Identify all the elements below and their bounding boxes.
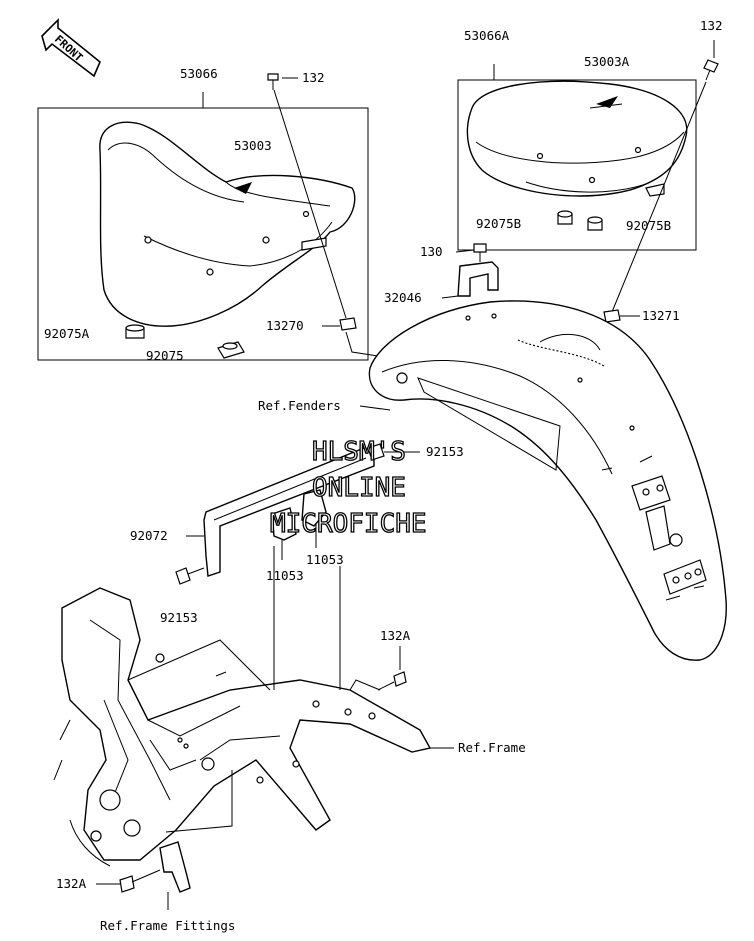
label-132-left: 132: [302, 70, 325, 85]
bolt-132A-right: [377, 646, 407, 691]
label-32046: 32046: [384, 290, 422, 305]
frame-fitting-bracket: [159, 841, 191, 910]
bolt-132-left: [267, 73, 347, 319]
label-11053-left: 11053: [266, 568, 304, 583]
label-132A-left: 132A: [56, 876, 87, 891]
bracket-32046: [441, 261, 499, 299]
right-seat: [466, 80, 688, 197]
bolt-132A-left: [96, 869, 161, 893]
label-13270: 13270: [266, 318, 304, 333]
label-53066: 53066: [180, 66, 218, 81]
right-seat-assembly: [457, 64, 697, 251]
left-seat: [99, 121, 356, 327]
label-ref-frame-fittings: Ref.Frame Fittings: [100, 918, 235, 933]
bolt-132-right: [611, 40, 719, 313]
label-53003: 53003: [234, 138, 272, 153]
label-92075A: 92075A: [44, 326, 90, 341]
watermark: HLSM'S ONLINE MICROFICHE: [269, 436, 427, 539]
bracket-11053-left: [271, 507, 297, 560]
label-92153-bottom: 92153: [160, 610, 198, 625]
bolt-130: [455, 243, 487, 262]
left-seat-assembly: [37, 92, 369, 361]
label-92075: 92075: [146, 348, 184, 363]
grommet-13271: [603, 309, 640, 323]
watermark-line-1: HLSM'S: [312, 437, 406, 467]
label-53066A: 53066A: [464, 28, 510, 43]
label-13271: 13271: [642, 308, 680, 323]
front-arrow-icon: FRONT: [41, 18, 101, 78]
label-ref-fenders: Ref.Fenders: [258, 398, 341, 413]
label-92072: 92072: [130, 528, 168, 543]
bolt-92153-top: [367, 443, 420, 461]
label-ref-frame: Ref.Frame: [458, 740, 526, 755]
bolt-92153-bottom: [175, 567, 205, 585]
frame: [53, 587, 432, 867]
watermark-line-3: MICROFICHE: [270, 509, 427, 539]
label-92075B-left: 92075B: [476, 216, 521, 231]
fender: [368, 300, 727, 661]
label-92153-top: 92153: [426, 444, 464, 459]
grommet-13270: [322, 317, 379, 357]
label-11053-right: 11053: [306, 552, 344, 567]
label-130: 130: [420, 244, 443, 259]
label-132A-right: 132A: [380, 628, 411, 643]
label-132-right: 132: [700, 18, 723, 33]
label-53003A: 53003A: [584, 54, 630, 69]
label-92075B-right: 92075B: [626, 218, 671, 233]
bracket-11053-right: [301, 489, 327, 548]
watermark-line-2: ONLINE: [312, 473, 406, 503]
